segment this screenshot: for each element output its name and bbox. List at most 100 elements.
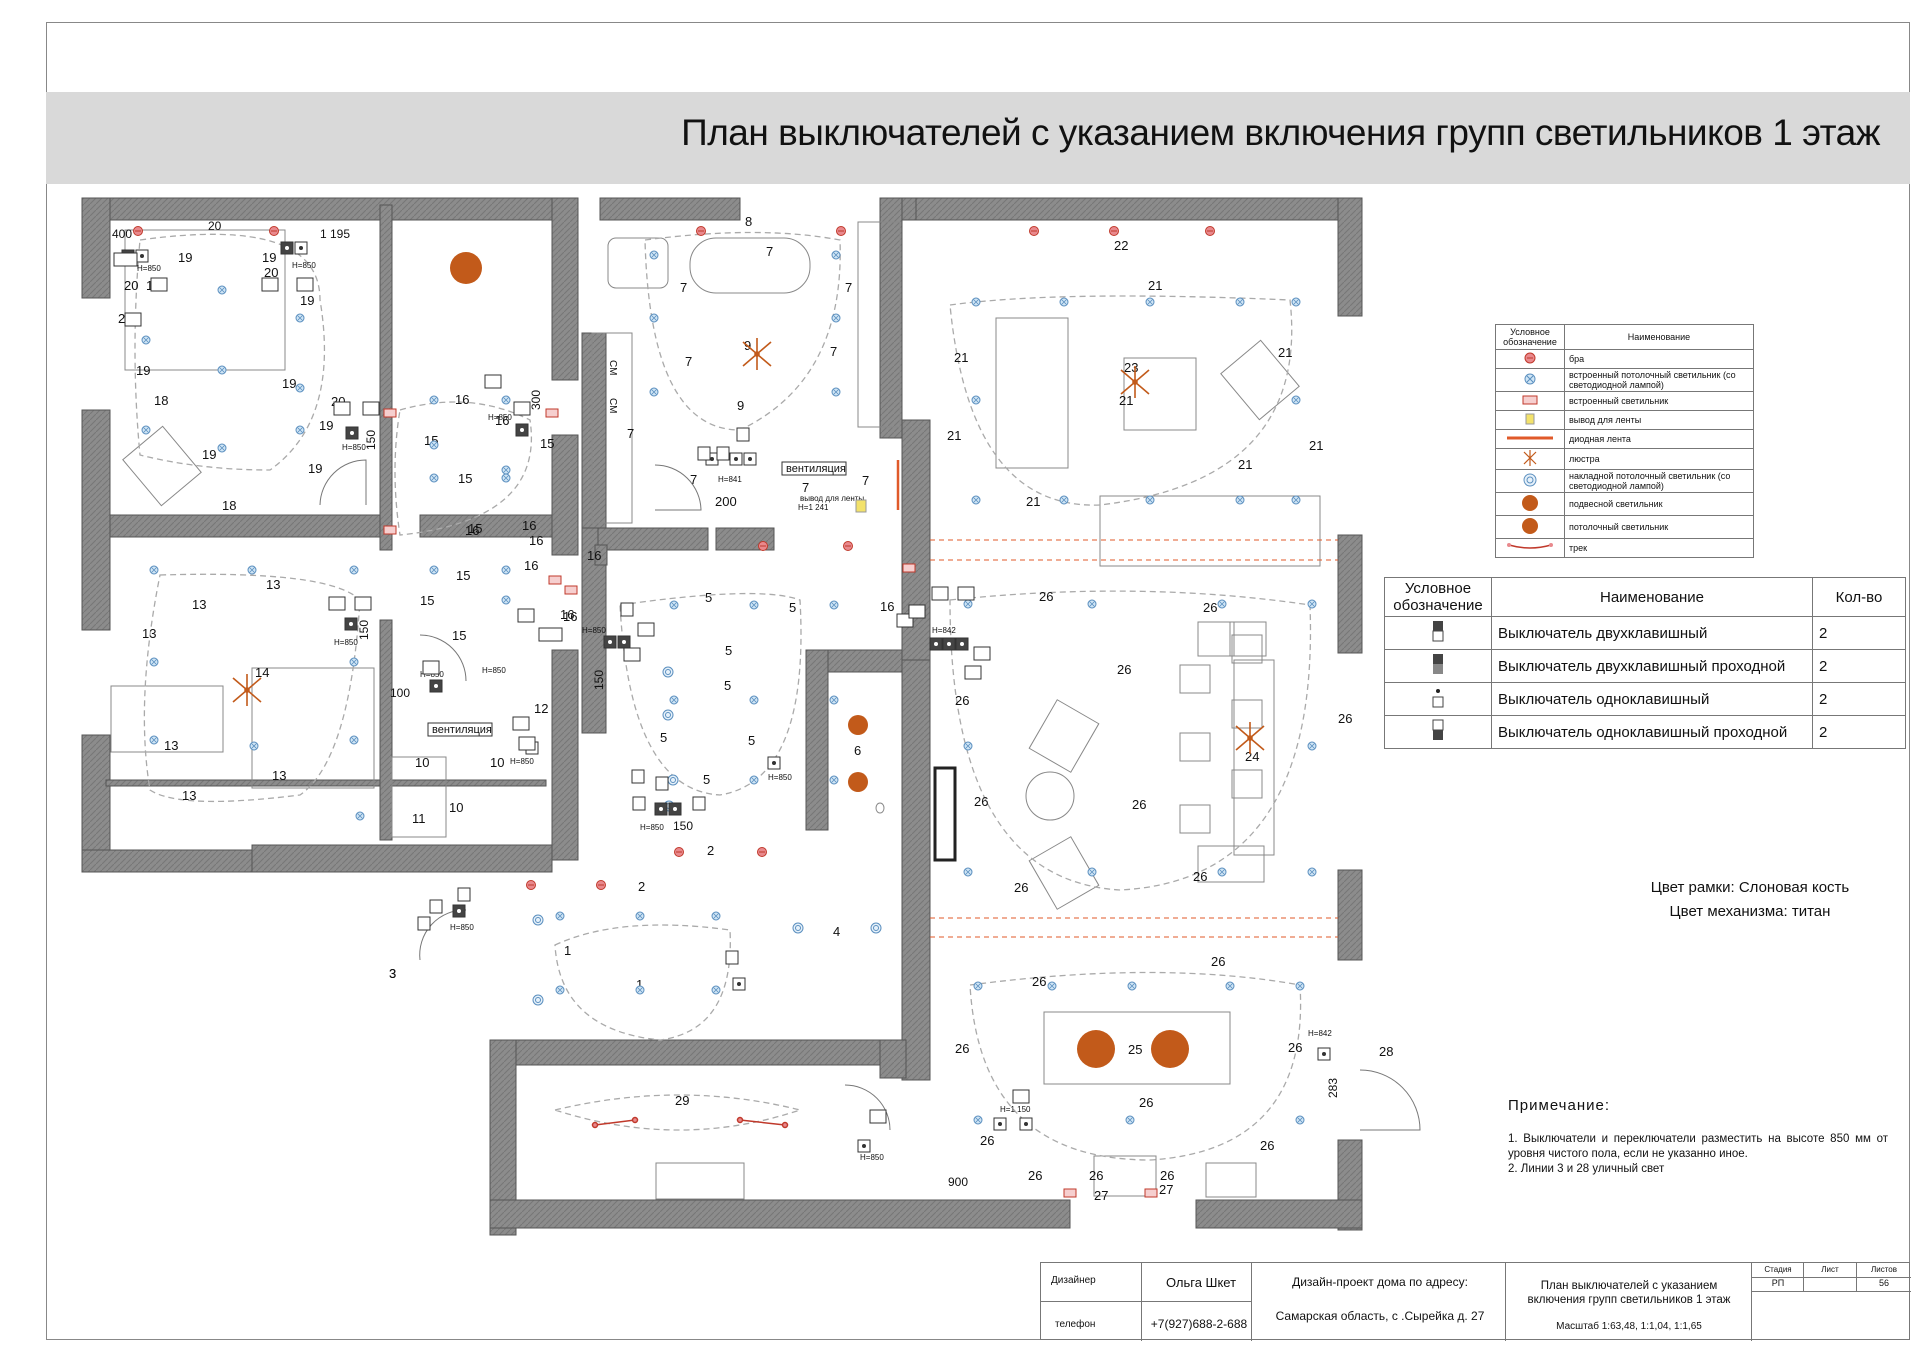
switch-icon[interactable] — [135, 249, 149, 263]
group-number: 13 — [266, 577, 280, 592]
switch-label-box — [333, 401, 351, 416]
recessed-ceiling-light-icon — [1217, 867, 1227, 877]
group-number: 13 — [164, 738, 178, 753]
switch-icon[interactable] — [1317, 1047, 1331, 1061]
group-number: 16 — [465, 523, 479, 538]
switch-icon[interactable] — [515, 423, 529, 437]
group-number: 21 — [1309, 438, 1323, 453]
recessed-ceiling-light-icon — [963, 741, 973, 751]
svg-text:400: 400 — [112, 227, 132, 241]
switch-icon[interactable] — [929, 637, 943, 651]
built-in-light-icon — [548, 575, 562, 585]
room-labels: вентиляция вентиляция вывод для ленты СМ… — [427, 360, 864, 737]
recessed-ceiling-light-icon — [149, 657, 159, 667]
switch-label-box — [908, 604, 926, 619]
recessed-ceiling-light-icon — [635, 985, 645, 995]
pendant-light-icon — [1151, 1030, 1189, 1068]
recessed-ceiling-light-icon — [749, 600, 759, 610]
svg-text:H=841: H=841 — [718, 475, 742, 484]
led-strip-icon — [1507, 436, 1553, 440]
svg-text:H=1 241: H=1 241 — [798, 503, 829, 512]
switch-icon[interactable] — [942, 637, 956, 651]
strip-outlet-icon — [1525, 413, 1535, 425]
double-switch-icon — [1432, 621, 1444, 642]
switch-icon[interactable] — [452, 904, 466, 918]
legend-switches-row: Выключатель двухклавишный проходной 2 — [1384, 649, 1906, 683]
switch-label-box — [484, 374, 502, 389]
recessed-ceiling-light-icon — [217, 443, 227, 453]
switch-icon[interactable] — [732, 977, 746, 991]
group-number: 15 — [468, 521, 482, 536]
group-number: 27 — [1094, 1188, 1108, 1203]
switch-label-box — [931, 586, 949, 601]
designer-name: Ольга Шкет — [1165, 1275, 1237, 1290]
svg-text:150: 150 — [673, 819, 693, 833]
group-number: 21 — [1238, 457, 1252, 472]
recessed-ceiling-light-icon — [635, 911, 645, 921]
group-number: 5 — [660, 730, 667, 745]
switch-label-box — [513, 401, 531, 416]
switch-icon[interactable] — [654, 802, 668, 816]
switch-icon[interactable] — [1019, 1117, 1033, 1131]
group-number: 2 — [707, 843, 714, 858]
switch-label-box — [457, 887, 471, 902]
svg-text:H=1 150: H=1 150 — [1000, 1105, 1031, 1114]
surface-ceiling-light-icon — [532, 914, 544, 926]
group-number: 24 — [1245, 749, 1259, 764]
recessed-ceiling-light-icon — [349, 657, 359, 667]
switch-label-box — [697, 446, 711, 461]
switch-icon[interactable] — [767, 756, 781, 770]
switch-icon[interactable] — [344, 617, 358, 631]
switch-icon[interactable] — [955, 637, 969, 651]
switch-label-box — [692, 796, 706, 811]
switch-icon[interactable] — [857, 1139, 871, 1153]
recessed-ceiling-light-icon — [1087, 599, 1097, 609]
scale: Масштаб 1:63,48, 1:1,04, 1:1,65 — [1556, 1321, 1702, 1332]
switch-icon[interactable] — [729, 452, 743, 466]
group-number: 18 — [154, 393, 168, 408]
recessed-ceiling-light-icon — [831, 313, 841, 323]
red-dashed-bands — [930, 539, 1338, 938]
chandelier-icon — [1120, 366, 1150, 398]
finish-colors: Цвет рамки: Слоновая кость Цвет механизм… — [1600, 876, 1900, 924]
group-number: 7 — [627, 426, 634, 441]
switch-icon[interactable] — [429, 679, 443, 693]
furniture — [110, 221, 1321, 1200]
built-in-light-icon — [1522, 395, 1538, 405]
switch-icon[interactable] — [743, 452, 757, 466]
recessed-ceiling-light-icon — [1127, 981, 1137, 991]
surface-ceiling-light-icon — [532, 994, 544, 1006]
recessed-ceiling-light-icon — [971, 297, 981, 307]
switch-label-box — [328, 596, 346, 611]
group-number: 20 — [124, 278, 138, 293]
legend-lights-row: накладной потолочный светильник (со свет… — [1495, 469, 1754, 493]
group-number: 13 — [142, 626, 156, 641]
recessed-ceiling-light-icon — [749, 695, 759, 705]
switch-icon[interactable] — [617, 635, 631, 649]
recessed-ceiling-light-icon — [1059, 297, 1069, 307]
legend-lights-row: встроенный светильник — [1495, 391, 1754, 411]
group-number: 29 — [675, 1093, 689, 1108]
switch-icon[interactable] — [280, 241, 294, 255]
recessed-ceiling-light-icon — [1145, 297, 1155, 307]
sconce-icon — [133, 226, 143, 236]
recessed-lights — [141, 250, 1317, 1125]
switch-icon[interactable] — [294, 241, 308, 255]
switch-icon[interactable] — [345, 426, 359, 440]
legend-switches-row: Выключатель двухклавишный 2 — [1384, 616, 1906, 650]
recessed-ceiling-light-icon — [1047, 981, 1057, 991]
group-number: 21 — [1278, 345, 1292, 360]
recessed-ceiling-light-icon — [669, 600, 679, 610]
legend-lights-row: трек — [1495, 538, 1754, 558]
recessed-ceiling-light-icon — [141, 335, 151, 345]
group-number: 2 — [638, 879, 645, 894]
svg-text:150: 150 — [357, 620, 371, 640]
recessed-ceiling-light-icon — [1291, 297, 1301, 307]
frame-color-text: Цвет рамки: Слоновая кость — [1650, 879, 1850, 896]
recessed-ceiling-light-icon — [501, 595, 511, 605]
group-number: 21 — [947, 428, 961, 443]
switch-icon[interactable] — [993, 1117, 1007, 1131]
switch-icon[interactable] — [603, 635, 617, 649]
track-icon — [1507, 543, 1553, 549]
switch-icon[interactable] — [668, 802, 682, 816]
